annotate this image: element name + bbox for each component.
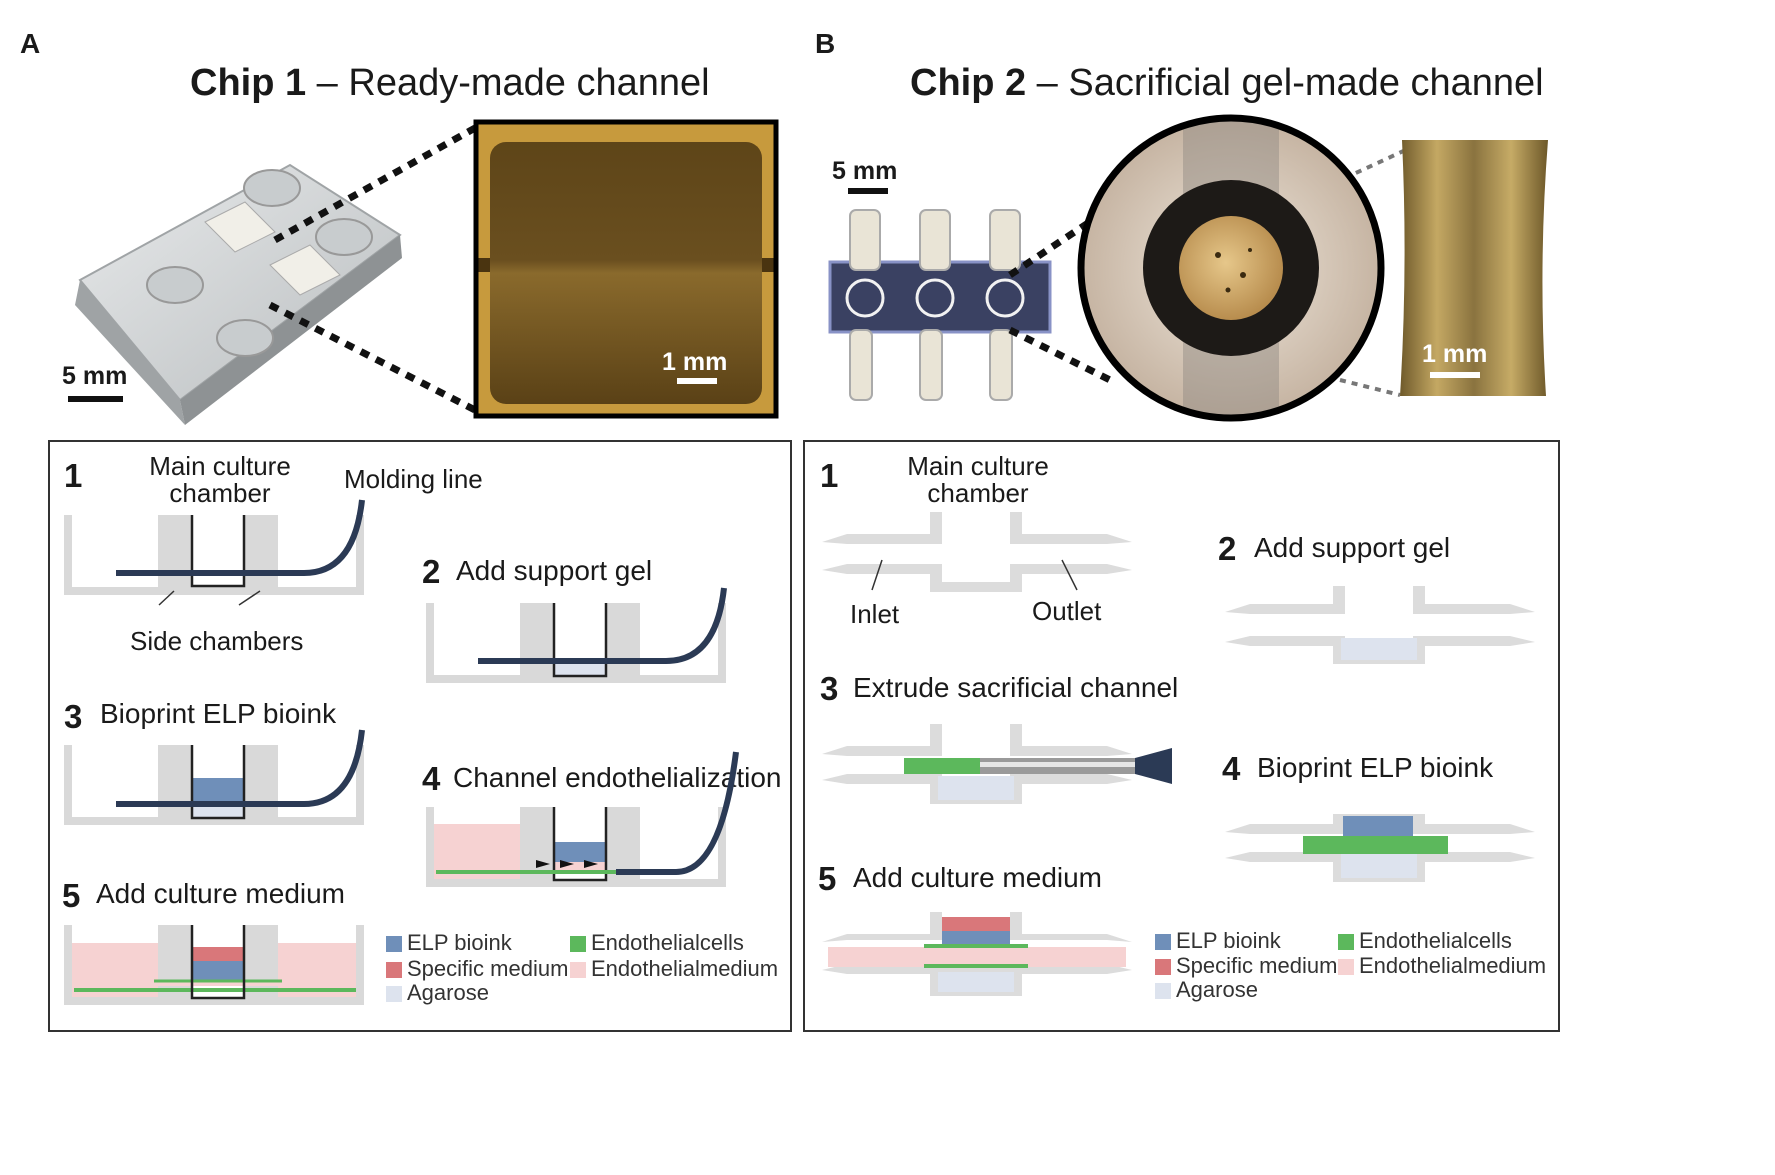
- b-legend-specific-swatch: [1155, 959, 1171, 975]
- chip2-channel-zoom: [1400, 140, 1548, 396]
- b-legend-endo-medium-label: Endothelialmedium: [1359, 953, 1547, 978]
- a-legend-agarose-swatch: [386, 986, 402, 1002]
- b-step2-number: 2: [1218, 530, 1237, 567]
- b-step2-diagram: [1225, 586, 1535, 664]
- chip2-scale-bar: [848, 188, 888, 194]
- b-step1-number: 1: [820, 457, 839, 494]
- b-step2-text: Add support gel: [1254, 532, 1451, 563]
- b-step4-diagram: [1225, 814, 1535, 882]
- chip2-zoom-scale-label: 1 mm: [1422, 340, 1488, 368]
- panel-b-title-rest: – Sacrificial gel-made channel: [1026, 62, 1544, 104]
- chip1-zoom-scale-bar: [677, 378, 717, 384]
- a-legend-elp: ELP bioink: [386, 930, 512, 956]
- b-outlet-label: Outlet: [1032, 596, 1102, 626]
- b-step3-text: Extrude sacrificial channel: [853, 672, 1179, 703]
- chip1-scale-label: 5 mm: [62, 362, 128, 390]
- b-legend-endo-medium-swatch: [1338, 959, 1354, 975]
- b-step5-text: Add culture medium: [853, 862, 1103, 893]
- panel-a-title: Chip 1 – Ready-made channel: [190, 62, 710, 105]
- a-legend-elp-swatch: [386, 936, 402, 952]
- a-legend-specific: Specific medium: [386, 956, 568, 982]
- a-step2-number: 2: [422, 553, 441, 590]
- panel-b-title-bold: Chip 2: [910, 62, 1027, 104]
- a-side-chambers-label: Side chambers: [130, 626, 304, 656]
- a-step5-diagram: [64, 925, 364, 1005]
- panel-b-title: Chip 2 – Sacrificial gel-made channel: [910, 62, 1544, 105]
- a-step4-text: Channel endothelialization: [453, 762, 782, 793]
- a-step3-diagram: [64, 729, 365, 825]
- b-legend-elp-label: ELP bioink: [1176, 928, 1281, 953]
- a-step3-number: 3: [64, 698, 83, 735]
- b-step5-number: 5: [818, 860, 837, 897]
- b-legend-endo-cells-label: Endothelialcells: [1359, 928, 1512, 953]
- chip2-circle-zoom: [1077, 114, 1385, 422]
- a-main-chamber-label: Main culture chamber: [149, 451, 291, 508]
- b-legend-elp: ELP bioink: [1155, 928, 1281, 954]
- a-legend-agarose-label: Agarose: [407, 980, 489, 1005]
- b-main-chamber-label: Main culture chamber: [907, 451, 1049, 508]
- chip1-zoom-image: [473, 119, 779, 419]
- a-step5-text: Add culture medium: [96, 878, 346, 909]
- b-legend-agarose-swatch: [1155, 983, 1171, 999]
- b-step4-text: Bioprint ELP bioink: [1257, 752, 1494, 783]
- a-legend-endo-cells: Endothelialcells: [570, 930, 744, 956]
- b-step5-diagram: [822, 912, 1132, 996]
- panel-a-title-bold: Chip 1: [190, 62, 307, 104]
- a-legend-endo-medium-swatch: [570, 962, 586, 978]
- a-legend-endo-cells-label: Endothelialcells: [591, 930, 744, 955]
- a-step2-text: Add support gel: [456, 555, 653, 586]
- a-step2-diagram: [426, 587, 727, 683]
- a-legend-specific-swatch: [386, 962, 402, 978]
- b-legend-endo-cells: Endothelialcells: [1338, 928, 1512, 954]
- a-step4-number: 4: [422, 760, 441, 797]
- panel-b-letter: B: [815, 28, 836, 59]
- panel-a-title-rest: – Ready-made channel: [306, 62, 710, 104]
- a-step4-diagram: [426, 751, 739, 887]
- a-step5-number: 5: [62, 877, 81, 914]
- chip1-device-photo: [75, 163, 402, 425]
- a-step1-diagram: [64, 499, 365, 606]
- chip2-scale-label: 5 mm: [832, 157, 898, 185]
- chip1-scale-bar: [68, 396, 123, 402]
- a-legend-endo-cells-swatch: [570, 936, 586, 952]
- a-legend-agarose: Agarose: [386, 980, 489, 1006]
- b-step3-diagram: [822, 724, 1172, 804]
- b-inlet-label: Inlet: [850, 599, 900, 629]
- b-legend-agarose: Agarose: [1155, 977, 1258, 1003]
- a-legend-elp-label: ELP bioink: [407, 930, 512, 955]
- b-legend-endo-medium: Endothelialmedium: [1338, 953, 1546, 979]
- a-legend-endo-medium-label: Endothelialmedium: [591, 956, 779, 981]
- a-step1-number: 1: [64, 457, 83, 494]
- b-legend-endo-cells-swatch: [1338, 934, 1354, 950]
- b-legend-elp-swatch: [1155, 934, 1171, 950]
- a-molding-line-label: Molding line: [344, 464, 483, 494]
- chip2-zoom-scale-bar: [1430, 372, 1480, 378]
- a-legend-specific-label: Specific medium: [407, 956, 569, 981]
- panel-a-letter: A: [20, 28, 41, 59]
- b-step3-number: 3: [820, 670, 839, 707]
- b-legend-specific-label: Specific medium: [1176, 953, 1338, 978]
- b-step4-number: 4: [1222, 750, 1241, 787]
- b-legend-specific: Specific medium: [1155, 953, 1337, 979]
- a-legend-endo-medium: Endothelialmedium: [570, 956, 778, 982]
- a-step3-text: Bioprint ELP bioink: [100, 698, 337, 729]
- chip1-zoom-scale-label: 1 mm: [662, 348, 728, 376]
- b-legend-agarose-label: Agarose: [1176, 977, 1258, 1002]
- b-step1-diagram: [822, 512, 1132, 592]
